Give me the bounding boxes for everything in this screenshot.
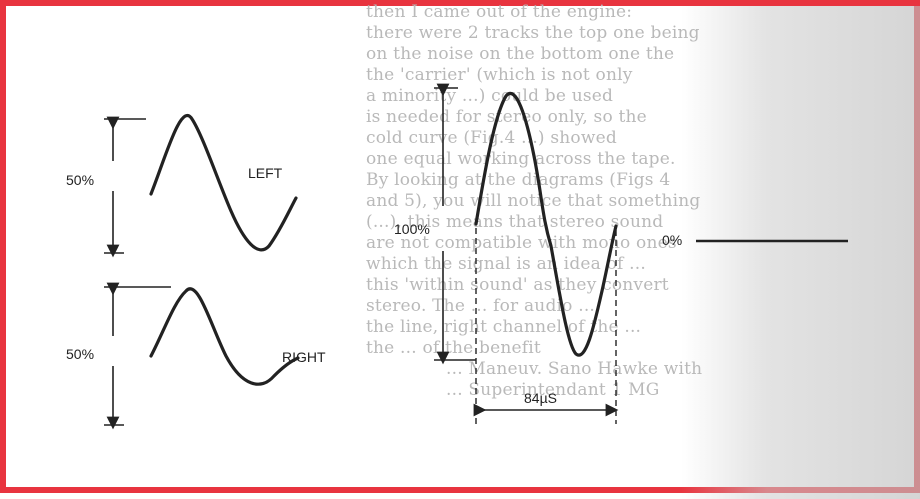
- waveform-diagram: [104, 83, 848, 430]
- bg-caption-line: ... Maneuv. Sano Hawke with: [446, 359, 703, 379]
- bg-line: there were 2 tracks the top one being: [366, 23, 700, 43]
- bg-line: the 'carrier' (which is not only: [366, 65, 633, 85]
- bg-line: By looking at the diagrams (Figs 4: [366, 170, 671, 190]
- bg-line: this 'within sound' as they convert: [366, 275, 669, 295]
- right-channel-label: RIGHT: [282, 349, 326, 365]
- zero-level-label: 0%: [662, 232, 683, 248]
- bg-caption-line: ... Superintendant 1 MG: [446, 380, 660, 400]
- bg-line: then I came out of the engine:: [366, 2, 633, 22]
- bg-line: on the noise on the bottom one the: [366, 44, 675, 64]
- combined-waveform: [474, 92, 618, 357]
- bg-line: and 5), you will notice that something: [366, 191, 701, 211]
- bg-line: (...), this means that stereo sound: [366, 212, 664, 232]
- center-level-label: 100%: [394, 221, 430, 237]
- right-waveform: [149, 287, 300, 386]
- background-article-text: then I came out of the engine: there wer…: [366, 2, 920, 482]
- left-channel-label: LEFT: [248, 165, 283, 181]
- bg-line: are not compatible with mono ones: [366, 233, 677, 253]
- bg-line: is needed for stereo only, so the: [366, 107, 647, 127]
- bg-line: the ... of the benefit: [366, 338, 541, 358]
- left-level-label: 50%: [66, 172, 95, 188]
- left-waveform: [149, 114, 298, 252]
- photo-shading: [681, 6, 920, 499]
- bg-line: the line, right channel of the ...: [366, 317, 642, 337]
- right-level-label: 50%: [66, 346, 95, 362]
- bg-line: which the signal is an idea of ...: [366, 254, 646, 274]
- bg-line: a minority ...) could be used: [366, 86, 614, 106]
- duration-label: 84µS: [524, 390, 557, 406]
- bg-line: stereo. The ... for audio ...: [366, 296, 596, 316]
